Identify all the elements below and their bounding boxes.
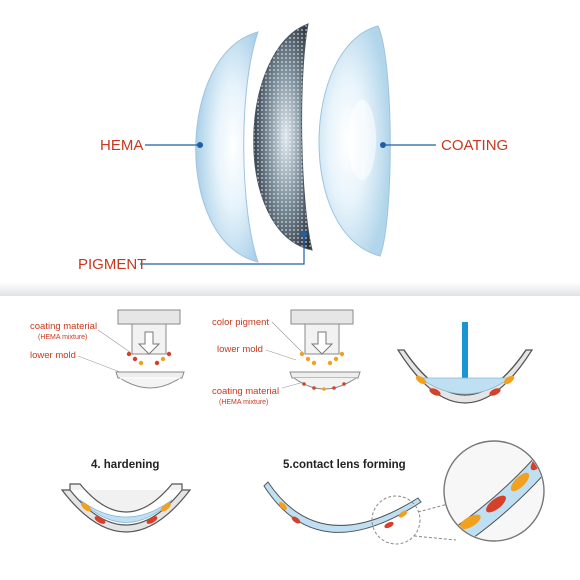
step4-title: 4. hardening bbox=[91, 459, 159, 471]
pigment-label: PIGMENT bbox=[78, 256, 146, 273]
step2-lower-mold-label: lower mold bbox=[217, 344, 263, 355]
step4-hardening: 4. hardening bbox=[60, 459, 192, 533]
step3-fill bbox=[396, 322, 534, 404]
hema-layer-icon bbox=[195, 31, 259, 263]
coating-label: COATING bbox=[441, 137, 508, 154]
section-divider bbox=[0, 282, 580, 296]
step5-forming: 5.contact lens forming bbox=[263, 440, 545, 545]
step2-color-pigment-label: color pigment bbox=[212, 317, 269, 328]
press-arrow-icon bbox=[310, 331, 334, 355]
connector-lines bbox=[140, 142, 436, 265]
step2-hema-mixture-label: (HEMA mixture) bbox=[219, 399, 268, 406]
step5-title: 5.contact lens forming bbox=[283, 459, 406, 471]
step2-pigment: color pigment lower mold coating materia… bbox=[212, 309, 361, 406]
dispense-nozzle-icon bbox=[462, 322, 468, 378]
magnifier-icon bbox=[443, 440, 545, 542]
lens-layers-illustration bbox=[195, 23, 391, 263]
step1-lower-mold-label: lower mold bbox=[30, 350, 76, 361]
step1-coating-material-label: coating material bbox=[30, 321, 97, 332]
press-arrow-icon bbox=[137, 331, 161, 355]
step1-hema-mixture-label: (HEMA mixture) bbox=[38, 334, 87, 341]
hema-label: HEMA bbox=[100, 137, 143, 154]
step2-coating-material-label: coating material bbox=[212, 386, 279, 397]
step1-dispense: coating material (HEMA mixture) lower mo… bbox=[30, 309, 185, 389]
